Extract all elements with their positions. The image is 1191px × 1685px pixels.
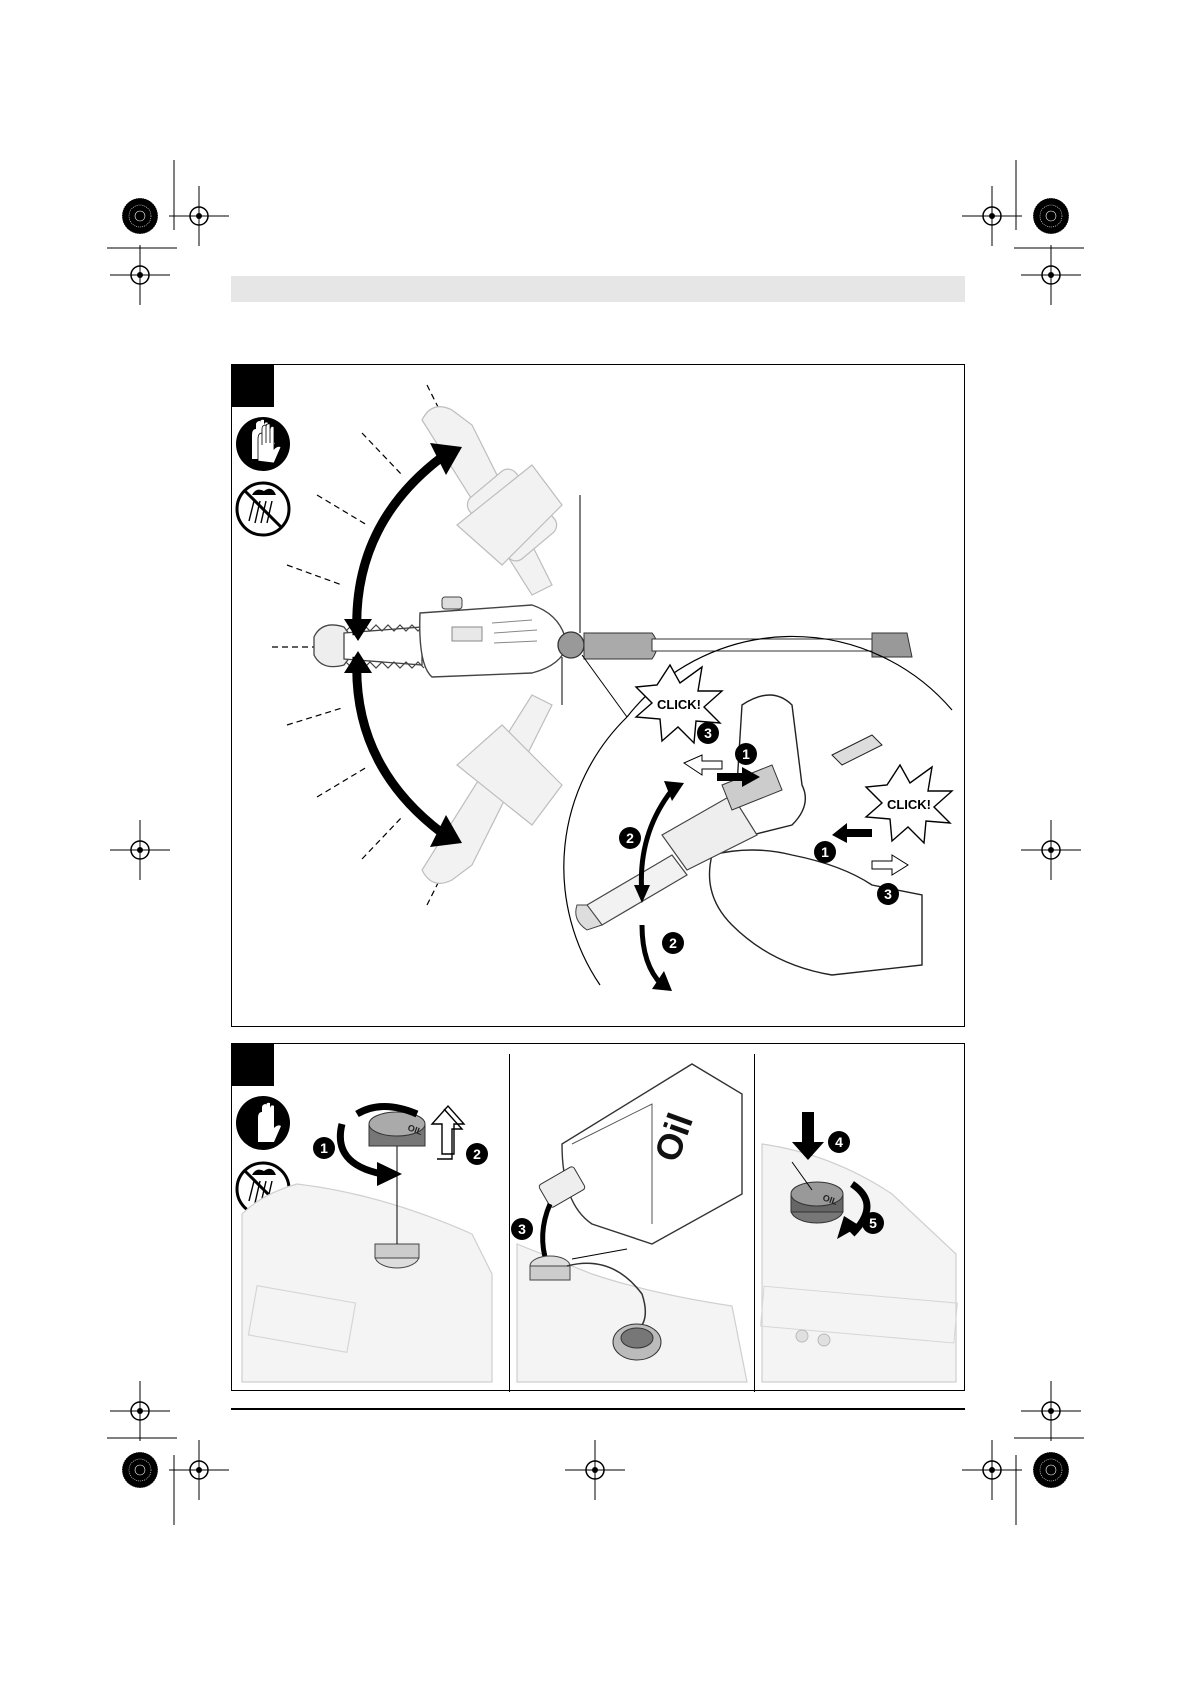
figure-a-tag (232, 365, 274, 407)
footer-rule (231, 1408, 965, 1410)
step-marker-a3-top: 3 (697, 722, 719, 744)
svg-text:1: 1 (320, 1140, 328, 1156)
header-bar (231, 276, 965, 302)
figure-b-panel: OIL 1 2 Oil (231, 1043, 965, 1391)
step-marker-a3-right: 3 (877, 883, 899, 905)
svg-text:2: 2 (626, 830, 634, 846)
step-marker-a2-bottom: 2 (662, 932, 684, 954)
no-rain-icon (237, 483, 289, 535)
click-label-top: CLICK! (657, 697, 701, 712)
step-marker-a1-right: 1 (814, 841, 836, 863)
click-burst-right: CLICK! (866, 765, 952, 843)
svg-text:3: 3 (884, 886, 892, 902)
arrow-outline-left (684, 755, 722, 775)
step-marker-a1-top: 1 (735, 743, 757, 765)
saw-lower-ghost (422, 695, 562, 883)
svg-text:5: 5 (869, 1215, 877, 1231)
svg-text:4: 4 (835, 1134, 843, 1150)
saw-upper-ghost (422, 407, 562, 595)
svg-text:1: 1 (742, 746, 750, 762)
step-marker-b3: 3 (511, 1218, 533, 1240)
figure-b-illustration: OIL 1 2 Oil (232, 1044, 966, 1392)
svg-text:2: 2 (473, 1146, 481, 1162)
protective-gloves-icon (236, 417, 290, 471)
step-marker-a2-left: 2 (619, 827, 641, 849)
step-marker-b5: 5 (862, 1212, 884, 1234)
svg-text:1: 1 (821, 844, 829, 860)
protective-gloves-icon (236, 1096, 290, 1150)
svg-text:3: 3 (518, 1221, 526, 1237)
step-marker-b2: 2 (466, 1143, 488, 1165)
figure-a-illustration: CLICK! CLICK! 3 1 2 (232, 365, 966, 1028)
arrow-outline-right (872, 855, 908, 875)
figure-b-divider-1 (509, 1054, 510, 1392)
arrow-solid-left (832, 823, 872, 843)
svg-text:3: 3 (704, 725, 712, 741)
step-marker-b1: 1 (313, 1137, 335, 1159)
rotation-arrow-down (344, 651, 462, 847)
pole-saw-main (314, 597, 912, 677)
sub-panel-close-cap: OIL (761, 1112, 958, 1382)
click-label-right: CLICK! (887, 797, 931, 812)
step-marker-b4: 4 (828, 1131, 850, 1153)
figure-a-panel: CLICK! CLICK! 3 1 2 (231, 364, 965, 1027)
figure-b-tag (232, 1044, 274, 1086)
sub-panel-pour-oil: Oil (517, 1064, 747, 1382)
svg-text:2: 2 (669, 935, 677, 951)
figure-b-divider-2 (754, 1054, 755, 1392)
sub-panel-remove-cap: OIL (242, 1106, 492, 1382)
